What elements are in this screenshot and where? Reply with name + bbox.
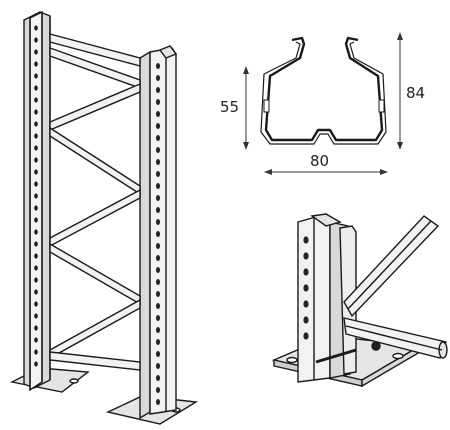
perforation-hole (34, 49, 38, 55)
rack-frame-illustration (9, 10, 199, 425)
profile-slot-left (263, 99, 270, 113)
right-upright-holes (156, 63, 160, 405)
perforation-hole (34, 109, 38, 115)
perforation-hole (156, 291, 160, 297)
diagonal-brace-4 (49, 188, 141, 248)
detail-anchor-hole-1 (286, 356, 298, 364)
perforation-hole (156, 267, 160, 273)
diagonal-brace-2 (49, 82, 141, 132)
perforation-hole (156, 171, 160, 177)
perforation-hole (156, 195, 160, 201)
perforation-hole (34, 133, 38, 139)
perforation-hole (156, 231, 160, 237)
perforation-hole (156, 375, 160, 381)
left-upright-holes (34, 25, 38, 367)
perforation-hole (156, 183, 160, 189)
perforation-hole (34, 73, 38, 79)
perforation-hole (34, 61, 38, 67)
dimension-inner-height (243, 66, 249, 150)
perforation-hole (34, 289, 38, 295)
perforation-hole (34, 301, 38, 307)
left-upright-front-face (29, 10, 43, 392)
perforation-hole (34, 121, 38, 127)
perforation-hole (34, 337, 38, 343)
right-upright-front-face (149, 47, 177, 415)
dimension-inner-height-label: 55 (220, 98, 239, 116)
perforation-hole (156, 303, 160, 309)
perforation-hole (156, 279, 160, 285)
detail-bolt (315, 348, 357, 364)
dimension-outer-height-label: 84 (406, 84, 425, 102)
profile-slot-right (378, 99, 385, 113)
perforation-hole (303, 316, 309, 324)
perforation-hole (34, 193, 38, 199)
detail-nut (371, 341, 381, 351)
dimension-outer-height (397, 32, 403, 150)
frame-bracing (49, 33, 141, 371)
dimension-width (264, 169, 388, 175)
perforation-hole (34, 97, 38, 103)
perforation-hole (34, 205, 38, 211)
upright-profile-section: 84 55 80 (220, 32, 425, 175)
perforation-hole (156, 219, 160, 225)
perforation-hole (34, 277, 38, 283)
perforation-hole (156, 399, 160, 405)
diagonal-brace-3 (49, 126, 141, 196)
perforation-hole (156, 363, 160, 369)
perforation-hole (156, 87, 160, 93)
perforation-hole (303, 236, 309, 244)
perforation-hole (156, 147, 160, 153)
perforation-hole (34, 325, 38, 331)
left-plate-bolt-hole (69, 378, 79, 384)
profile-outline (264, 36, 384, 142)
right-upright-return (158, 45, 178, 59)
perforation-hole (34, 217, 38, 223)
perforation-hole (34, 229, 38, 235)
perforation-hole (156, 159, 160, 165)
perforation-hole (156, 111, 160, 117)
perforation-hole (156, 315, 160, 321)
perforation-hole (34, 361, 38, 367)
perforation-hole (156, 99, 160, 105)
perforation-hole (34, 241, 38, 247)
perforation-hole (34, 25, 38, 31)
perforation-hole (303, 332, 309, 340)
base-plate-detail (271, 213, 448, 388)
perforation-hole (156, 123, 160, 129)
perforation-hole (34, 85, 38, 91)
perforation-hole (34, 145, 38, 151)
perforation-hole (34, 169, 38, 175)
bottom-horizontal-brace (49, 351, 141, 371)
perforation-hole (34, 37, 38, 43)
perforation-hole (34, 253, 38, 259)
perforation-hole (156, 135, 160, 141)
perforation-hole (156, 63, 160, 69)
perforation-hole (303, 252, 309, 260)
detail-anchor-hole-2 (392, 352, 404, 360)
dimension-width-label: 80 (310, 152, 329, 170)
perforation-hole (156, 255, 160, 261)
perforation-hole (156, 207, 160, 213)
perforation-hole (156, 243, 160, 249)
diagonal-brace-5 (49, 242, 141, 306)
perforation-hole (156, 387, 160, 393)
detail-diagonal-brace (343, 215, 440, 318)
perforation-hole (34, 313, 38, 319)
perforation-hole (303, 268, 309, 276)
perforation-hole (303, 300, 309, 308)
perforation-hole (156, 75, 160, 81)
diagonal-brace-6 (49, 298, 141, 360)
perforation-hole (156, 327, 160, 333)
perforation-hole (34, 181, 38, 187)
right-upright-side-face (139, 50, 151, 420)
top-horizontal-brace (49, 33, 141, 67)
perforation-hole (156, 339, 160, 345)
perforation-hole (34, 265, 38, 271)
detail-upright-holes (303, 236, 309, 340)
perforation-hole (34, 157, 38, 163)
perforation-hole (34, 349, 38, 355)
perforation-hole (303, 284, 309, 292)
perforation-hole (156, 351, 160, 357)
